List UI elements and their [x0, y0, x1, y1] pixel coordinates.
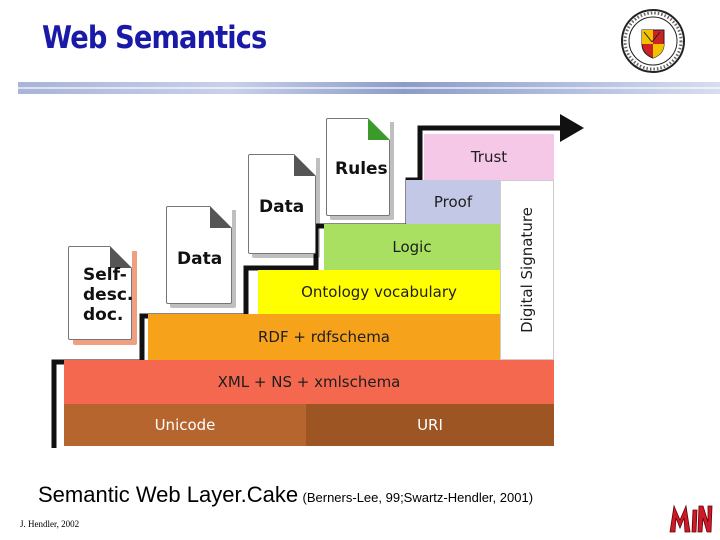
staircase-arrow-icon — [560, 114, 584, 142]
author-footer: J. Hendler, 2002 — [20, 519, 80, 529]
doc-self-desc-line-3: doc. — [83, 305, 124, 325]
doc-rules: Rules — [326, 118, 390, 216]
university-seal-icon — [621, 9, 685, 73]
doc-data-2: Data — [248, 154, 316, 254]
layer-digital-signature-label: Digital Signature — [518, 207, 536, 333]
layer-trust: Trust — [424, 134, 554, 180]
layer-uri-label: URI — [417, 416, 443, 434]
layer-ontology-label: Ontology vocabulary — [301, 283, 457, 301]
layer-unicode-label: Unicode — [154, 416, 216, 434]
doc-self-desc-line-1: Self- — [83, 265, 127, 285]
mind-logo-icon — [669, 504, 713, 533]
layer-ontology: Ontology vocabulary — [258, 270, 500, 314]
caption-citation: (Berners-Lee, 99;Swartz-Hendler, 2001) — [302, 490, 534, 505]
layer-logic: Logic — [324, 224, 500, 270]
doc-rules-label: Rules — [335, 159, 388, 179]
caption-main: Semantic Web Layer.Cake — [38, 482, 299, 507]
layer-proof-label: Proof — [433, 193, 473, 211]
layer-rdf: RDF + rdfschema — [148, 314, 500, 360]
layer-logic-label: Logic — [392, 238, 432, 256]
layer-rdf-label: RDF + rdfschema — [257, 328, 390, 346]
diagram-caption: Semantic Web Layer.Cake (Berners-Lee, 99… — [38, 482, 533, 508]
layer-digital-signature: Digital Signature — [500, 180, 554, 360]
layer-uri: URI — [306, 404, 554, 446]
layer-xml: XML + NS + xmlschema — [64, 360, 554, 404]
doc-data-1: Data — [166, 206, 232, 304]
doc-self-desc: Self- desc. doc. — [68, 246, 134, 340]
layer-proof: Proof — [406, 180, 500, 224]
doc-data-2-label: Data — [259, 197, 305, 217]
slide-title: Web Semantics — [42, 20, 267, 56]
header-banner — [18, 82, 720, 94]
doc-data-1-label: Data — [177, 249, 223, 269]
layer-trust-label: Trust — [470, 148, 508, 166]
doc-self-desc-line-2: desc. — [83, 285, 134, 305]
layer-xml-label: XML + NS + xmlschema — [217, 373, 401, 391]
layer-unicode: Unicode — [64, 404, 306, 446]
